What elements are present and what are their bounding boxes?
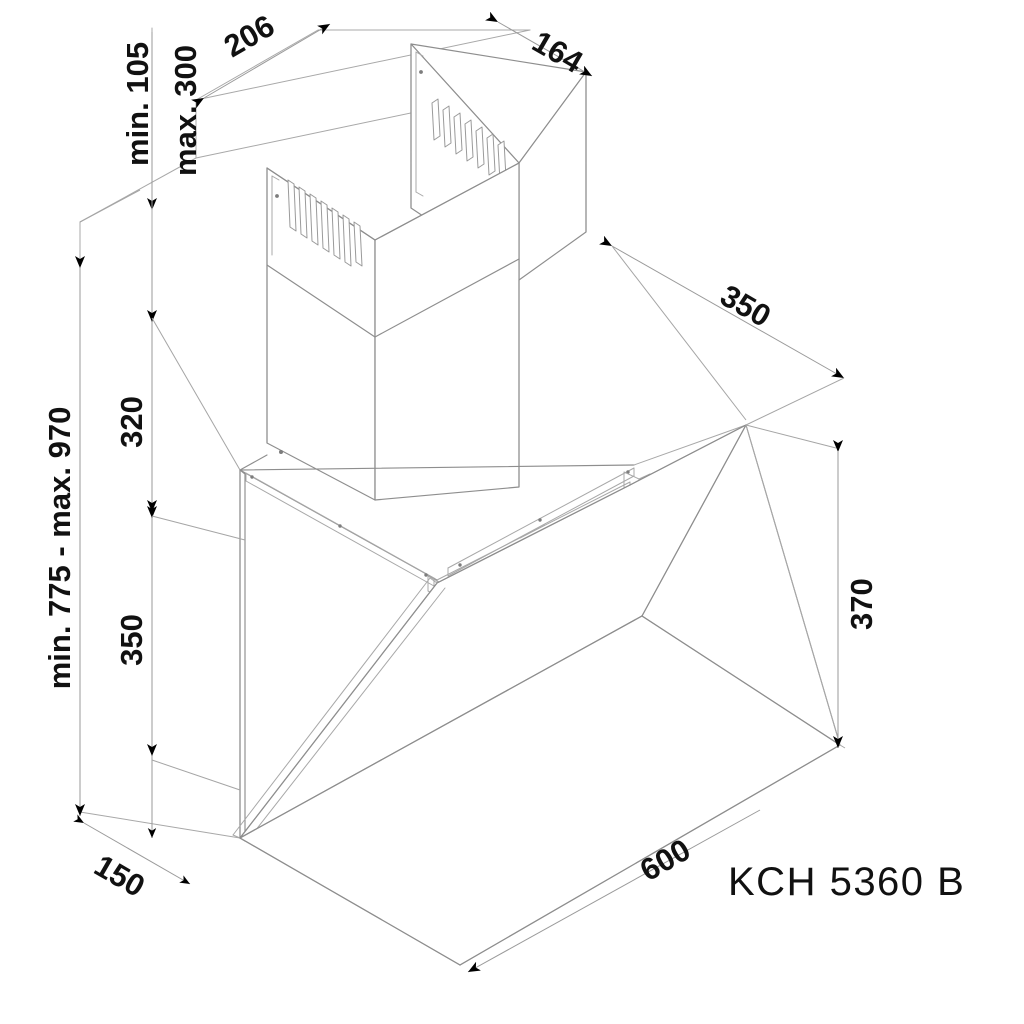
dimension-206 [191, 23, 331, 109]
dimension-350-body [147, 506, 246, 791]
dimension-600 [467, 809, 761, 973]
dimension-label-370: 370 [844, 578, 879, 630]
model-name-label: KCH 5360 B [728, 860, 965, 904]
dimension-label-max-300: max. 300 [168, 45, 203, 176]
dimension-label-206: 206 [218, 8, 280, 64]
dimension-label-overall-height: min. 775 - max. 970 [42, 407, 77, 690]
dimension-320 [147, 310, 241, 512]
dimension-150 [73, 814, 191, 885]
upper-chimney-vent-slots [431, 98, 507, 183]
dimension-350-depth [599, 235, 845, 426]
dimension-label-320: 320 [114, 396, 149, 448]
dimension-370 [745, 424, 846, 749]
dimension-label-350-depth: 350 [715, 278, 777, 334]
dimension-label-350-body: 350 [114, 614, 149, 666]
lower-chimney-vent-slots [287, 179, 363, 267]
dimension-label-min-105: min. 105 [120, 42, 155, 166]
dimension-164 [485, 11, 593, 77]
